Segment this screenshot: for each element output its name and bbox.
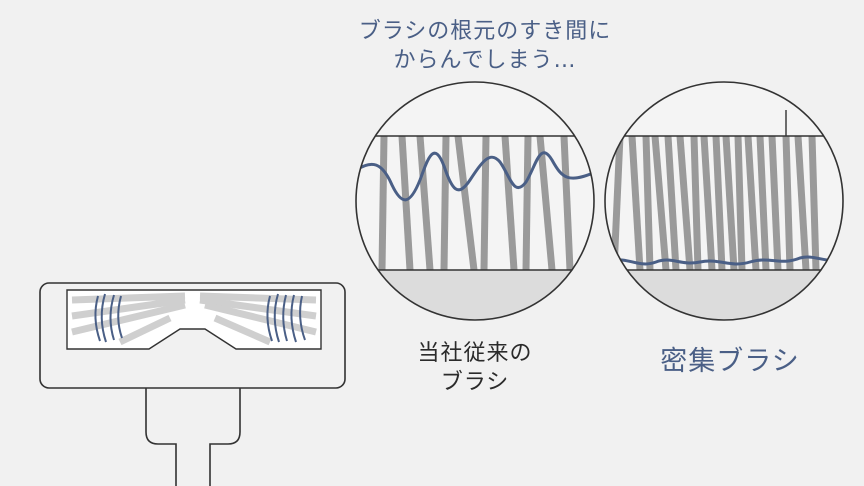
vacuum-head-illustration	[39, 282, 346, 486]
dense-label-text: 密集ブラシ	[660, 346, 800, 377]
tangled-hair-on-roller	[94, 293, 306, 343]
top-caption: ブラシの根元のすき間に からんでしまう…	[320, 18, 650, 75]
hair-wave	[611, 255, 843, 266]
conventional-brush-closeup	[355, 81, 595, 321]
bristles	[378, 135, 574, 271]
dense-brush-closeup	[604, 81, 844, 321]
dense-brush-label: 密集ブラシ	[630, 344, 830, 379]
bristles	[610, 135, 820, 271]
top-caption-line1: ブラシの根元のすき間に	[358, 19, 612, 44]
conventional-label-line1: 当社従来の	[417, 341, 533, 366]
top-caption-line2: からんでしまう…	[393, 47, 577, 73]
hair-wave	[356, 151, 594, 202]
vacuum-neck	[145, 388, 241, 486]
brush-base	[356, 270, 594, 320]
brush-stripes	[71, 292, 317, 346]
brush-base	[605, 270, 843, 320]
conventional-brush-label: 当社従来の ブラシ	[390, 340, 560, 397]
conventional-label-line2: ブラシ	[440, 369, 510, 395]
